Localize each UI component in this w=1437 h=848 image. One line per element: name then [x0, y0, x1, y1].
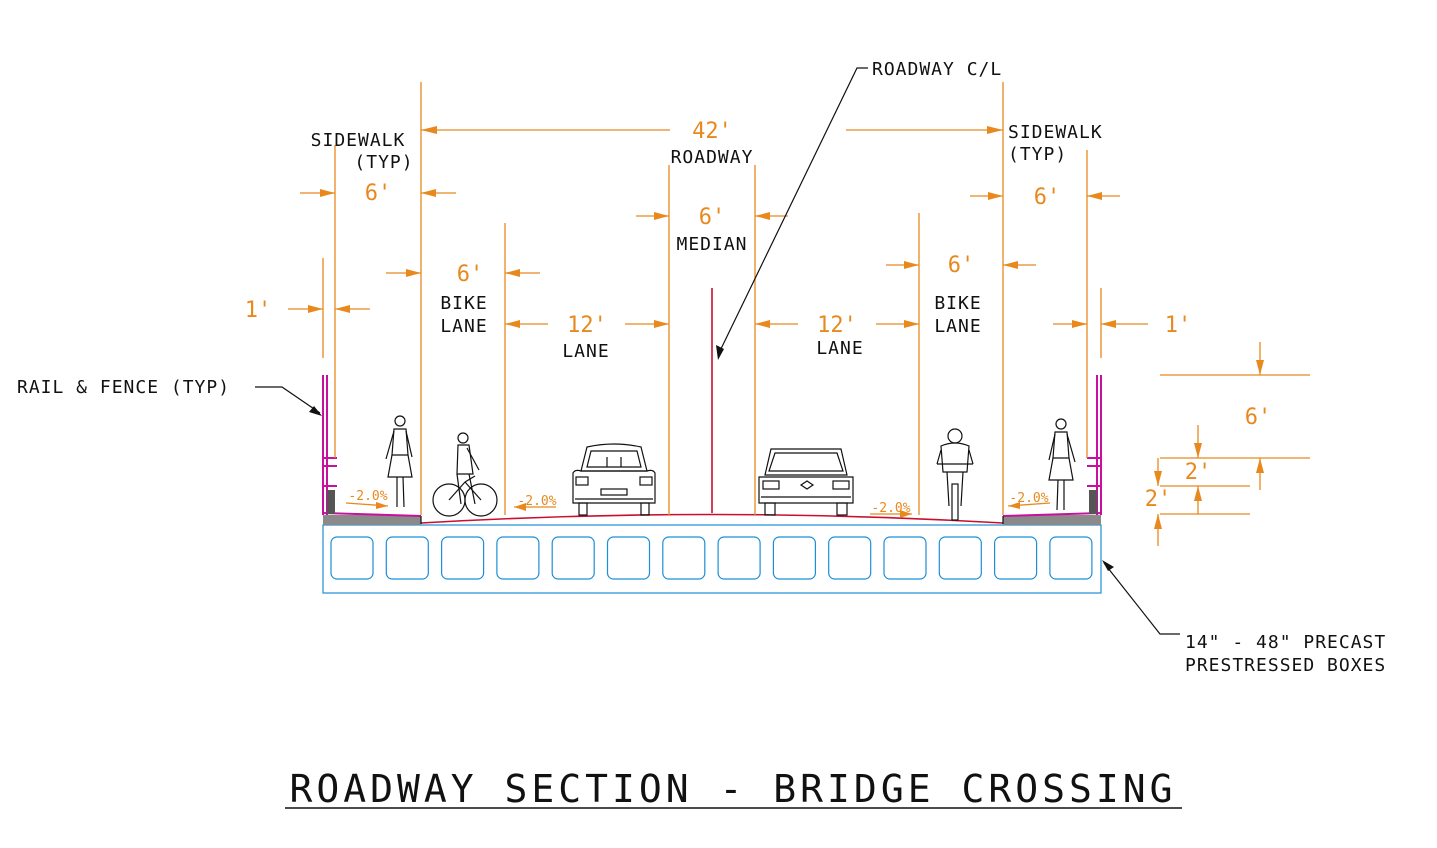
- girder-void: [606, 536, 651, 580]
- dim-rail-upper: 2': [1185, 460, 1212, 485]
- label-lane-right: LANE: [816, 338, 863, 359]
- right-rail-fence: [1087, 375, 1102, 515]
- labels: ROADWAY C/L SIDEWALK (TYP) SIDEWALK (TYP…: [17, 59, 1386, 676]
- label-bike-lane-right-2: LANE: [934, 316, 981, 337]
- slope-sidewalk-right: -2.0%: [1009, 491, 1048, 506]
- dim-bike-left: 6': [457, 262, 484, 287]
- girder-void: [717, 536, 761, 580]
- deck-surface: [322, 512, 1102, 525]
- dim-roadway-width: 42': [692, 119, 732, 144]
- girder-void: [385, 536, 429, 580]
- label-bike-lane-left-1: BIKE: [440, 293, 487, 314]
- leader-lines: [255, 67, 1180, 635]
- dimension-lines: [288, 126, 1264, 546]
- dim-bike-right: 6': [948, 253, 975, 278]
- slope-sidewalk-left: -2.0%: [348, 489, 387, 504]
- dim-fence-height: 6': [1245, 405, 1272, 430]
- left-sidewalk-surface: [322, 512, 422, 517]
- dimension-text: 42' 6' 6' 6' 6' 6' 12' 12' 1' 1' 6' 2' 2…: [245, 119, 1272, 512]
- label-sidewalk-left-2: (TYP): [354, 152, 413, 173]
- pedestrian-right-icon: [1048, 418, 1076, 511]
- label-roadway: ROADWAY: [671, 147, 754, 168]
- dim-offset-left: 1': [245, 298, 272, 323]
- right-sidewalk-slab: [1003, 515, 1101, 525]
- girder-void: [441, 536, 485, 580]
- girder-void: [883, 536, 927, 580]
- girder-void: [1049, 536, 1093, 580]
- label-rail-fence: RAIL & FENCE (TYP): [17, 377, 230, 398]
- girder-void: [993, 536, 1038, 580]
- label-lane-left: LANE: [562, 341, 609, 362]
- precast-box-girder: [322, 524, 1102, 594]
- slope-bike-right: -2.0%: [871, 501, 910, 516]
- right-sidewalk-surface: [1002, 512, 1102, 517]
- girder-void: [330, 536, 374, 580]
- label-sidewalk-right-2: (TYP): [1008, 144, 1067, 165]
- cyclist-right-icon: [936, 428, 974, 521]
- label-precast-1: 14" - 48" PRECAST: [1185, 632, 1386, 653]
- slope-text: -2.0% -2.0% -2.0% -2.0%: [348, 489, 1048, 516]
- label-roadway-cl: ROADWAY C/L: [872, 59, 1002, 80]
- label-bike-lane-right-1: BIKE: [934, 293, 981, 314]
- label-sidewalk-right-1: SIDEWALK: [1008, 122, 1103, 143]
- girder-void: [662, 536, 706, 580]
- car-left-icon: [572, 443, 656, 516]
- dim-sidewalk-left: 6': [365, 181, 392, 206]
- label-sidewalk-left-1: SIDEWALK: [311, 130, 406, 151]
- label-median: MEDIAN: [676, 234, 747, 255]
- cyclist-left-icon: [432, 432, 498, 517]
- girder-outline: [322, 524, 1102, 594]
- girder-void: [496, 536, 540, 580]
- girder-void: [772, 536, 817, 580]
- page-title: ROADWAY SECTION - BRIDGE CROSSING: [290, 767, 1177, 811]
- pedestrian-left-icon: [385, 415, 413, 508]
- dim-lane-right: 12': [817, 313, 857, 338]
- dim-lane-left: 12': [567, 313, 607, 338]
- girder-void: [551, 536, 595, 580]
- dim-sidewalk-right: 6': [1034, 185, 1061, 210]
- dim-offset-right: 1': [1165, 313, 1192, 338]
- roadway-crown: [420, 513, 1004, 524]
- slope-bike-left: -2.0%: [517, 494, 556, 509]
- car-right-icon: [758, 448, 854, 516]
- extension-lines: [322, 82, 1310, 515]
- dim-median-width: 6': [699, 205, 726, 230]
- label-precast-2: PRESTRESSED BOXES: [1185, 655, 1386, 676]
- left-sidewalk-slab: [323, 515, 421, 525]
- girder-voids: [330, 536, 1093, 580]
- drawing-title: ROADWAY SECTION - BRIDGE CROSSING: [285, 767, 1182, 811]
- girder-void: [938, 536, 982, 580]
- dim-rail-lower: 2': [1145, 487, 1172, 512]
- girder-void: [828, 536, 872, 580]
- slope-arrows: [345, 502, 1051, 518]
- label-bike-lane-left-2: LANE: [440, 316, 487, 337]
